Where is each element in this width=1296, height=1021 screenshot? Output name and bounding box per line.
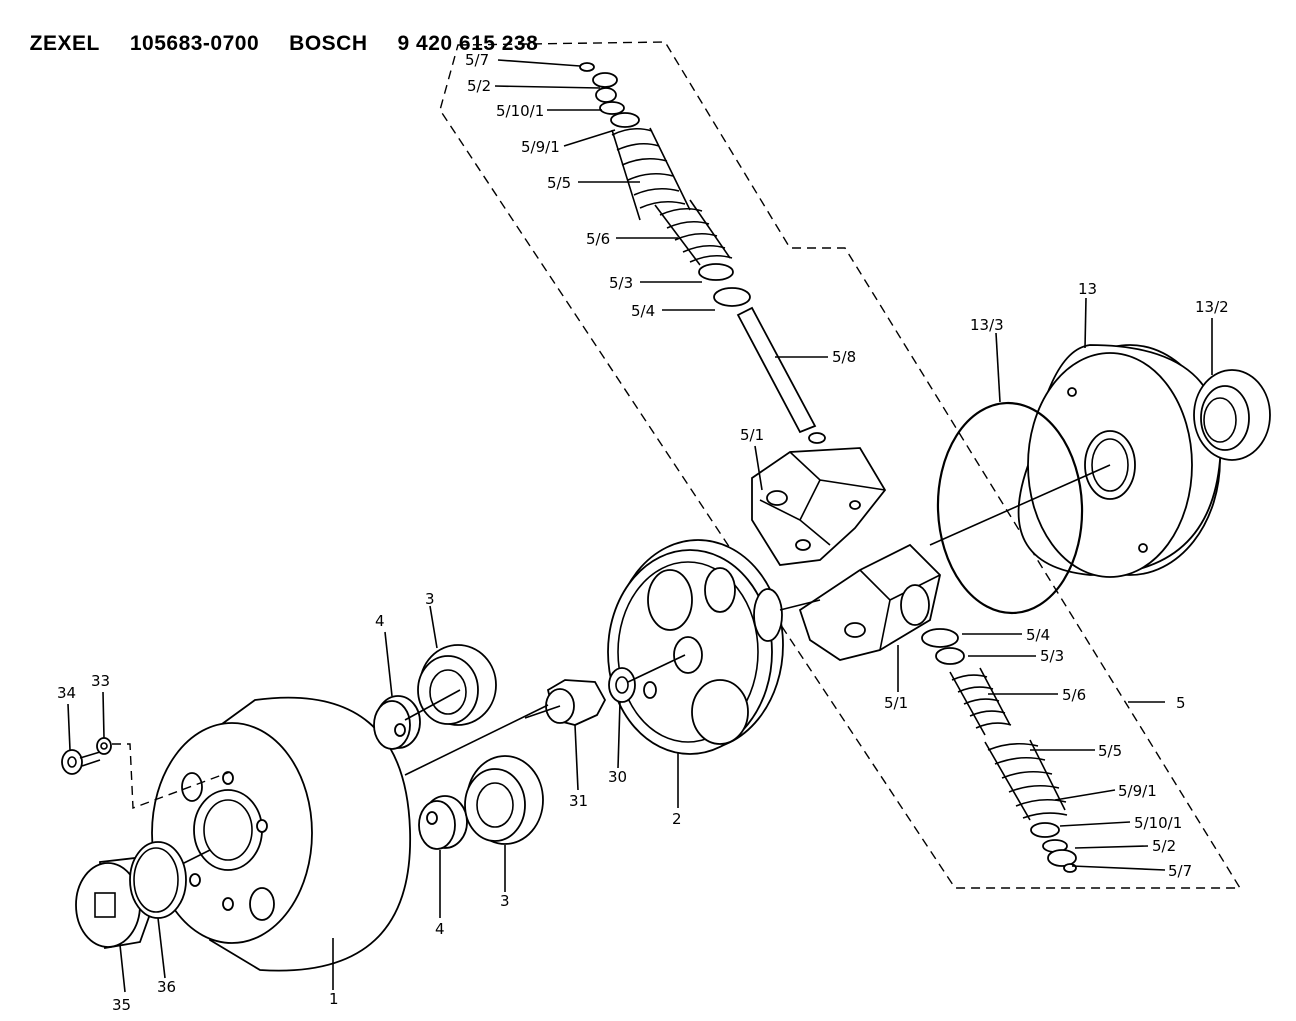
label-2: 2: [672, 810, 682, 828]
label-5-2-lower: 5/2: [1152, 837, 1176, 855]
valve-body-5-1-lower: [798, 543, 941, 661]
label-5-6-lower: 5/6: [1062, 686, 1086, 704]
washer-33: [96, 737, 112, 755]
label-34: 34: [57, 684, 76, 702]
o-ring-13-3: [936, 401, 1084, 615]
part-number-zexel: 105683-0700: [129, 32, 260, 55]
sleeve-3-lower: [464, 755, 544, 845]
seal-13-2: [1193, 369, 1271, 461]
valve-body-5-1-upper: [751, 447, 887, 566]
label-5: 5: [1176, 694, 1186, 712]
label-3-lower: 3: [500, 892, 510, 910]
brand-zexel: ZEXEL: [29, 32, 100, 55]
label-33: 33: [91, 672, 110, 690]
label-4-upper: 4: [375, 612, 385, 630]
brand-bosch: BOSCH: [289, 32, 368, 55]
screw-34: [61, 749, 101, 775]
nut-31: [524, 679, 607, 726]
end-cover-13: [929, 344, 1222, 578]
piston-4-upper: [373, 695, 421, 750]
label-5-6-upper: 5/6: [586, 230, 610, 248]
label-5-4-lower: 5/4: [1026, 626, 1050, 644]
label-5-10-1-lower: 5/10/1: [1134, 814, 1182, 832]
seal-36: [129, 841, 187, 919]
label-13-3: 13/3: [970, 316, 1004, 334]
label-3-upper: 3: [425, 590, 435, 608]
label-5-3-lower: 5/3: [1040, 647, 1064, 665]
assembly-5-boundary: [439, 41, 1242, 889]
screw-axis: [112, 743, 231, 809]
label-5-2-upper: 5/2: [467, 77, 491, 95]
leader-lines: [67, 59, 1213, 993]
label-5-1-lower: 5/1: [884, 694, 908, 712]
label-30: 30: [608, 768, 627, 786]
housing-1: [149, 696, 549, 972]
label-1: 1: [329, 990, 339, 1008]
label-5-3-upper: 5/3: [609, 274, 633, 292]
plate-2: [607, 539, 821, 755]
piston-4-lower: [418, 795, 468, 850]
label-13: 13: [1078, 280, 1097, 298]
lower-valve-stack: [921, 628, 1077, 873]
label-5-7-upper: 5/7: [465, 51, 489, 69]
label-4-lower: 4: [435, 920, 445, 938]
upper-valve-stack: [579, 62, 826, 444]
label-5-8: 5/8: [832, 348, 856, 366]
label-5-1-upper: 5/1: [740, 426, 764, 444]
label-31: 31: [569, 792, 588, 810]
washer-30: [608, 667, 636, 703]
label-5-9-1-upper: 5/9/1: [521, 138, 560, 156]
label-5-4-upper: 5/4: [631, 302, 655, 320]
label-5-5-upper: 5/5: [547, 174, 571, 192]
label-5-9-1-lower: 5/9/1: [1118, 782, 1157, 800]
label-35: 35: [112, 996, 131, 1014]
plug-35: [75, 857, 156, 950]
sleeve-3-upper: [417, 644, 497, 726]
label-5-5-lower: 5/5: [1098, 742, 1122, 760]
label-5-10-1-upper: 5/10/1: [496, 102, 544, 120]
part-labels: 5/7 5/2 5/10/1 5/9/1 5/5 5/6 5/3 5/4 5/8…: [57, 51, 1229, 1014]
label-5-7-lower: 5/7: [1168, 862, 1192, 880]
label-13-2: 13/2: [1195, 298, 1229, 316]
label-36: 36: [157, 978, 176, 996]
